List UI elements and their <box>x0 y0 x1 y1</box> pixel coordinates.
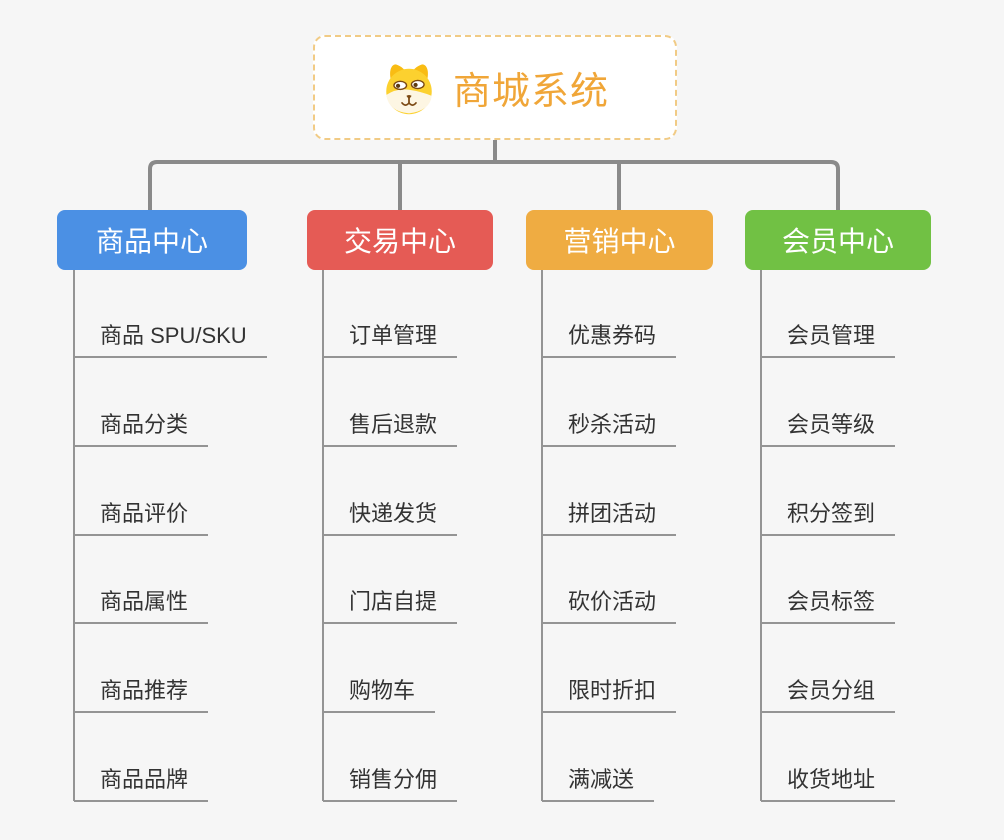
branch-header-product-center[interactable]: 商品中心 <box>57 210 247 270</box>
leaf-node[interactable]: 订单管理 <box>323 323 458 358</box>
branch-connectors <box>148 138 840 211</box>
leaf-node[interactable]: 商品分类 <box>74 412 209 447</box>
leaf-node[interactable]: 购物车 <box>323 678 436 713</box>
dog-face-icon <box>386 63 432 114</box>
branch-header-trade-center[interactable]: 交易中心 <box>307 210 493 270</box>
leaf-node[interactable]: 会员分组 <box>761 678 896 713</box>
leaf-node[interactable]: 砍价活动 <box>542 589 677 624</box>
leaf-node[interactable]: 限时折扣 <box>542 678 677 713</box>
leaf-node[interactable]: 拼团活动 <box>542 501 677 536</box>
leaf-node[interactable]: 积分签到 <box>761 501 896 536</box>
root-node[interactable]: 商城系统 <box>313 35 677 140</box>
branch-header-member-center[interactable]: 会员中心 <box>745 210 931 270</box>
leaf-node[interactable]: 商品品牌 <box>74 767 209 802</box>
leaf-node[interactable]: 商品 SPU/SKU <box>74 323 267 358</box>
leaf-node[interactable]: 秒杀活动 <box>542 412 677 447</box>
leaf-node[interactable]: 商品推荐 <box>74 678 209 713</box>
leaf-node[interactable]: 收货地址 <box>761 767 896 802</box>
leaf-node[interactable]: 满减送 <box>542 767 655 802</box>
leaf-node[interactable]: 商品属性 <box>74 589 209 624</box>
leaf-node[interactable]: 商品评价 <box>74 501 209 536</box>
branch-header-marketing-center[interactable]: 营销中心 <box>526 210 713 270</box>
leaf-node[interactable]: 门店自提 <box>323 589 458 624</box>
leaf-node[interactable]: 会员等级 <box>761 412 896 447</box>
leaf-node[interactable]: 会员管理 <box>761 323 896 358</box>
leaf-node[interactable]: 销售分佣 <box>323 767 458 802</box>
leaf-node[interactable]: 优惠券码 <box>542 323 677 358</box>
root-title: 商城系统 <box>452 71 609 113</box>
leaf-node[interactable]: 会员标签 <box>761 589 896 624</box>
leaf-node[interactable]: 快递发货 <box>323 501 458 536</box>
branch-bus-line <box>148 160 840 211</box>
leaf-node[interactable]: 售后退款 <box>323 412 458 447</box>
